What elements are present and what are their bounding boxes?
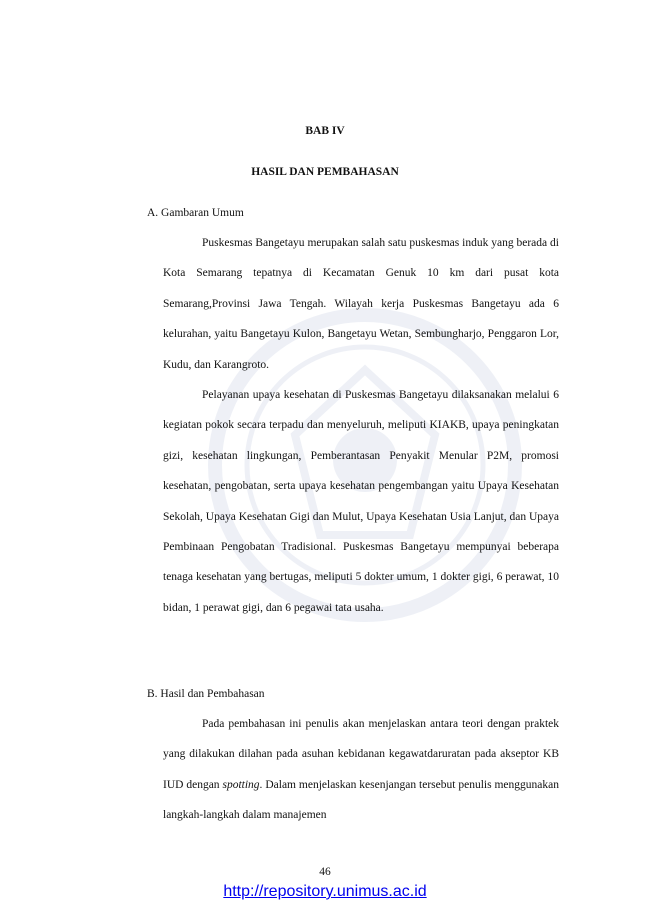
page-number: 46: [319, 866, 331, 878]
section-a-heading: A. Gambaran Umum: [147, 207, 244, 219]
section-a-paragraph-2: Pelayanan upaya kesehatan di Puskesmas B…: [163, 389, 559, 614]
section-b-heading: B. Hasil dan Pembahasan: [147, 688, 265, 700]
university-seal-watermark: [208, 308, 522, 622]
italic-term: spotting: [222, 778, 260, 791]
paragraph-text-end: . Dalam menjelaskan kesenjangan tersebut…: [163, 778, 559, 822]
chapter-number: BAB IV: [305, 125, 345, 137]
section-b-paragraph-1: Pada pembahasan ini penulis akan menjela…: [163, 709, 559, 831]
repository-link[interactable]: http://repository.unimus.ac.id: [223, 883, 427, 900]
chapter-title: HASIL DAN PEMBAHASAN: [251, 166, 399, 178]
section-a-paragraph-1: Puskesmas Bangetayu merupakan salah satu…: [163, 237, 559, 371]
paragraph-text-start: Pada pembahasan ini penulis akan menjela…: [163, 718, 559, 791]
